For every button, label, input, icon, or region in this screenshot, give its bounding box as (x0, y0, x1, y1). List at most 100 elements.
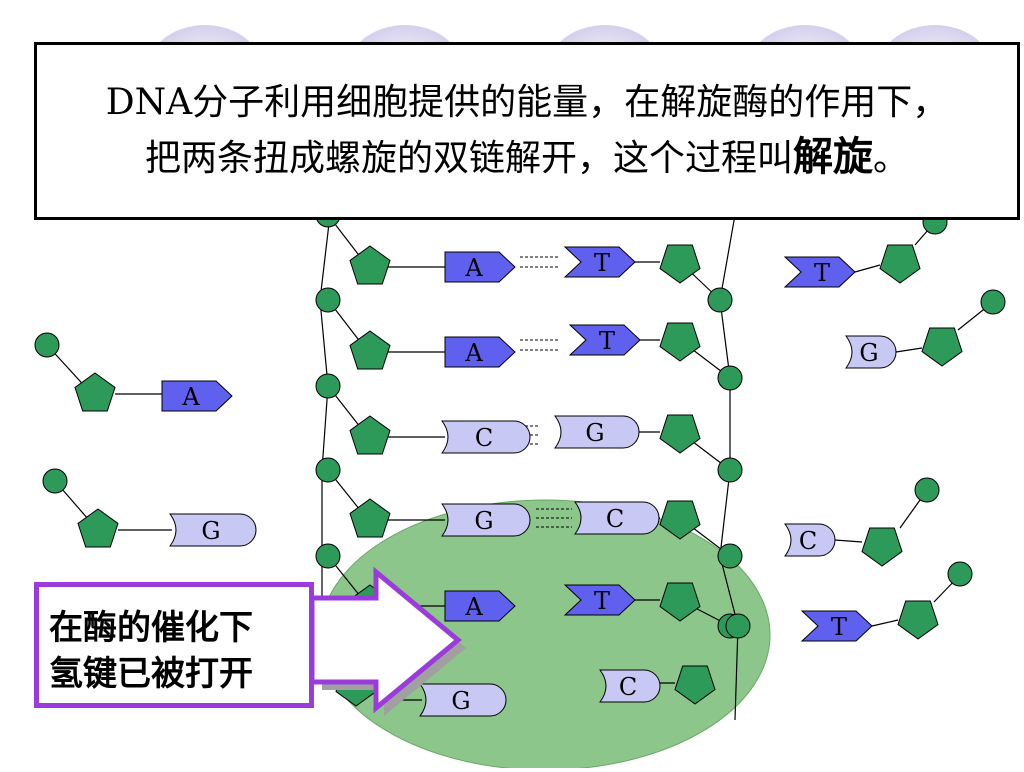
deoxyribose-pentagon (659, 322, 701, 362)
phosphate-group (315, 543, 341, 569)
base-letter: C (799, 527, 817, 555)
title-energy-term: 能量 (516, 82, 589, 123)
deoxyribose-pentagon (921, 327, 963, 367)
base-g: G (169, 513, 257, 547)
title-line-1: DNA分子利用细胞提供的能量，在解旋酶的作用下， (106, 76, 948, 130)
base-shape (574, 501, 660, 535)
base-shape (845, 335, 897, 369)
callout-line-2: 氢键已被打开 (49, 654, 253, 694)
title-line2-prefix: 把两条扭成螺旋的双链解开，这个过程叫 (144, 138, 793, 179)
base-letter: T (831, 613, 847, 641)
title-box: DNA分子利用细胞提供的能量，在解旋酶的作用下， 把两条扭成螺旋的双链解开，这个… (34, 42, 1020, 220)
deoxyribose-pentagon (349, 330, 391, 370)
phosphate-group (725, 613, 751, 639)
base-shape (800, 610, 873, 642)
base-letter: G (201, 517, 220, 545)
base-letter: C (475, 424, 493, 452)
title-line2-suffix: 。 (873, 138, 910, 179)
callout-line-1: 在酶的催化下 (49, 608, 253, 648)
base-shape (444, 590, 516, 622)
phosphate-group (717, 457, 743, 483)
base-c: C (599, 669, 661, 703)
base-t: T (783, 256, 856, 288)
base-letter: A (464, 254, 483, 282)
base-letter: T (594, 249, 610, 277)
deoxyribose-pentagon (659, 244, 701, 284)
base-t: T (568, 324, 641, 356)
base-letter: G (474, 507, 493, 535)
base-letter: G (585, 419, 604, 447)
phosphate-group (315, 373, 341, 399)
phosphate-group (947, 561, 973, 587)
base-a: A (444, 251, 516, 283)
base-shape (599, 669, 661, 703)
title-line1-suffix: 的作用下， (768, 82, 949, 123)
base-t: T (563, 246, 636, 278)
base-a: A (444, 590, 516, 622)
base-shape (783, 256, 856, 288)
deoxyribose-pentagon (659, 582, 701, 622)
base-t: T (563, 584, 636, 616)
backbone-line (719, 469, 731, 557)
base-letter: G (451, 687, 470, 715)
base-shape (161, 380, 233, 412)
base-c: C (574, 501, 660, 535)
backbone-line (719, 299, 731, 379)
title-line1-prefix: DNA分子利用细胞提供的 (105, 82, 517, 123)
phosphate-group (315, 457, 341, 483)
base-shape (441, 503, 531, 537)
base-letter: T (599, 327, 615, 355)
bond-line (871, 619, 899, 627)
base-shape (563, 246, 636, 278)
backbone-line (319, 299, 329, 387)
deoxyribose-pentagon (659, 414, 701, 454)
callout-arrow (309, 566, 466, 716)
title-line-2: 把两条扭成螺旋的双链解开，这个过程叫解旋。 (145, 130, 909, 186)
phosphate-group (717, 365, 743, 391)
backbone-line (719, 214, 736, 301)
base-letter: T (594, 587, 610, 615)
phosphate-group (707, 287, 733, 313)
title-line1-mid: ，在 (588, 82, 661, 123)
deoxyribose-pentagon (897, 600, 939, 640)
deoxyribose-pentagon (349, 245, 391, 285)
base-letter: G (859, 339, 878, 367)
deoxyribose-pentagon (349, 415, 391, 455)
phosphate-group (315, 287, 341, 313)
phosphate-group (717, 543, 743, 569)
deoxyribose-pentagon (349, 498, 391, 538)
deoxyribose-pentagon (74, 372, 116, 412)
base-g: G (419, 683, 507, 717)
base-letter: A (464, 339, 483, 367)
base-g: G (554, 415, 640, 449)
base-shape (784, 523, 836, 557)
base-letter: A (464, 593, 483, 621)
bond-line (854, 264, 881, 273)
deoxyribose-pentagon (861, 527, 903, 567)
base-g: G (441, 503, 531, 537)
backbone-line (319, 214, 331, 301)
backbone-line (321, 385, 329, 471)
title-enzyme-term: 解旋酶 (660, 82, 769, 123)
base-letter: C (606, 505, 624, 533)
base-c: C (784, 523, 836, 557)
phosphate-group (980, 289, 1006, 315)
bond-line (895, 347, 923, 353)
base-shape (568, 324, 641, 356)
base-shape (169, 513, 257, 547)
base-letter: T (814, 259, 830, 287)
bond-line (834, 539, 863, 543)
backbone-line (734, 625, 739, 721)
base-shape (563, 584, 636, 616)
phosphate-group (34, 332, 60, 358)
base-shape (444, 251, 516, 283)
base-g: G (845, 335, 897, 369)
base-a: A (444, 336, 516, 368)
deoxyribose-pentagon (77, 508, 119, 548)
base-c: C (441, 420, 531, 454)
title-unwinding-term: 解旋 (793, 134, 873, 180)
deoxyribose-pentagon (879, 244, 921, 284)
base-shape (444, 336, 516, 368)
deoxyribose-pentagon (659, 500, 701, 540)
phosphate-group (42, 468, 68, 494)
